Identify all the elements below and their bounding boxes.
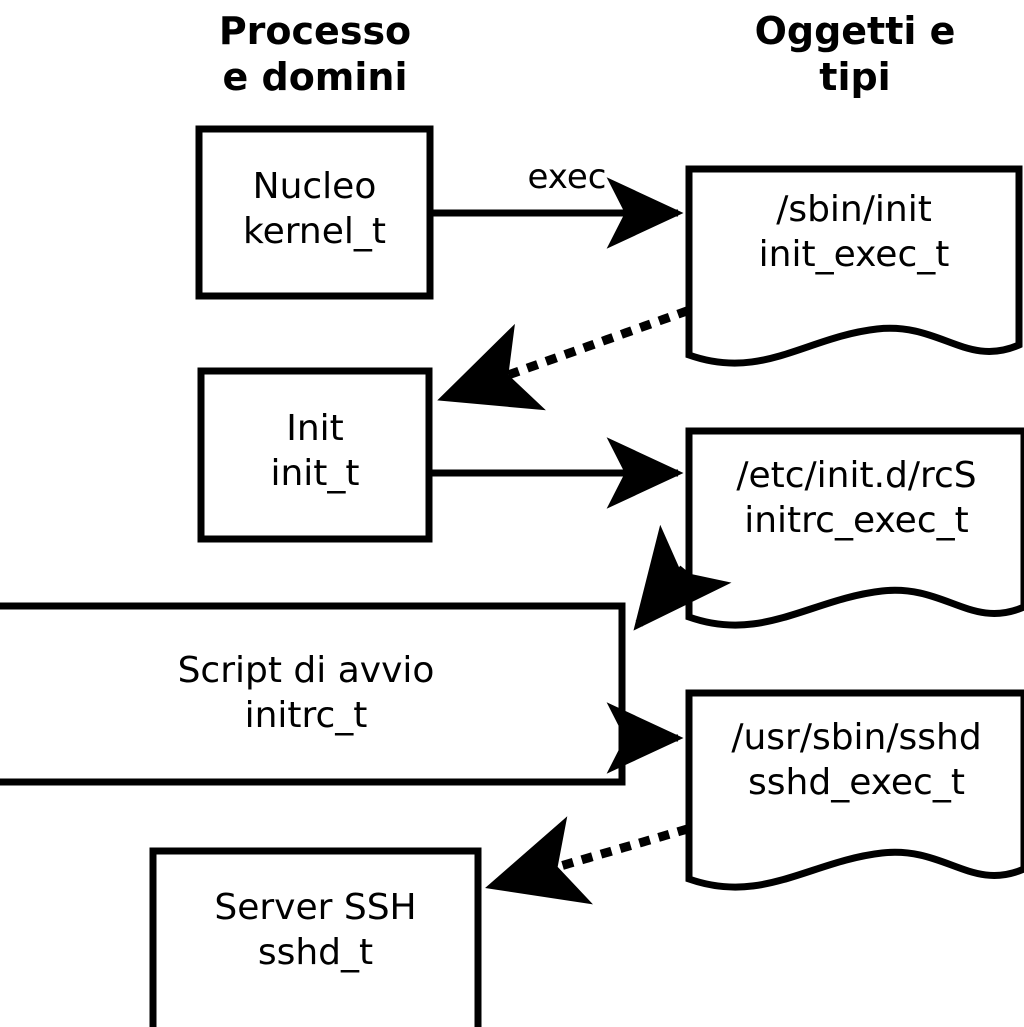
- process-label-kernel: Nucleo kernel_t: [243, 166, 386, 252]
- edge-initrc-exec-to-initrc: [631, 524, 732, 632]
- edge-init-exec-to-init: [437, 306, 690, 411]
- process-box-initrc: [0, 602, 626, 786]
- process-label-initrc: Script di avvio initrc_t: [177, 650, 435, 736]
- column-title-processes: Processo e domini: [218, 9, 412, 99]
- edge-label-exec: exec: [527, 157, 607, 197]
- object-doc-init-exec: [685, 165, 1023, 367]
- process-box-sshd: [149, 847, 482, 1027]
- process-label-sshd: Server SSH sshd_t: [214, 887, 417, 973]
- object-label-sshd-exec: /usr/sbin/sshd sshd_exec_t: [731, 717, 982, 803]
- object-doc-initrc-exec: [685, 427, 1024, 629]
- process-box-init: [197, 367, 433, 543]
- edge-sshd-exec-to-sshd: [485, 816, 690, 905]
- object-doc-sshd-exec: [685, 689, 1024, 891]
- object-label-initrc-exec: /etc/init.d/rcS initrc_exec_t: [736, 455, 977, 541]
- process-label-init: Init init_t: [270, 408, 360, 494]
- column-title-objects: Oggetti e tipi: [754, 9, 956, 99]
- object-label-init-exec: /sbin/init init_exec_t: [758, 189, 950, 275]
